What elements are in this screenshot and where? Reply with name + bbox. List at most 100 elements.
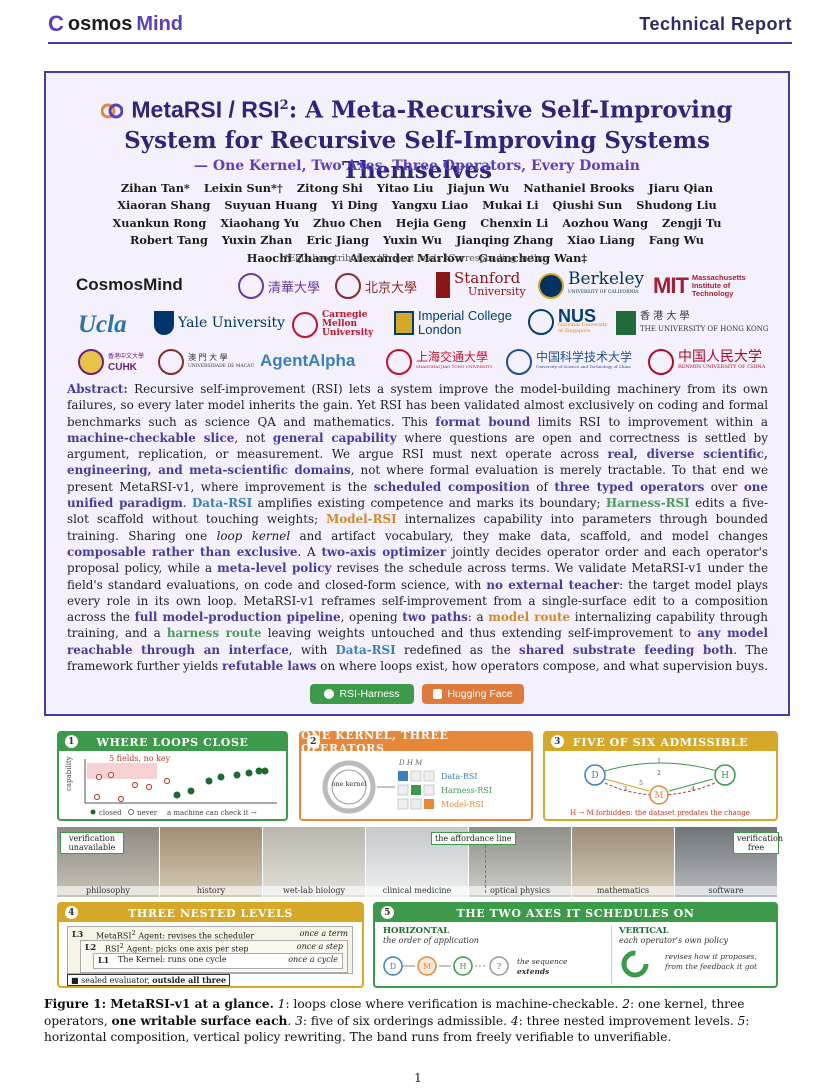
kernel-diagram: one kernel D H M Data-RSI Harness-RSI Mo… bbox=[322, 759, 492, 814]
aff-mit-label: Massachusetts Institute of Technology bbox=[691, 273, 746, 298]
abs-h9: Harness-RSI bbox=[605, 496, 690, 511]
field-point bbox=[205, 777, 213, 785]
panel4-header: 4 THREE NESTED LEVELS bbox=[59, 904, 362, 922]
edge-dm bbox=[604, 778, 650, 792]
horizontal-title: HORIZONTAL bbox=[383, 926, 450, 936]
panel1-title: WHERE LOOPS CLOSE bbox=[96, 735, 249, 749]
tag-verification-unavailable: verification unavailable bbox=[60, 832, 124, 854]
l3-freq: once a term bbox=[299, 929, 348, 938]
l3-sup: 2 bbox=[131, 929, 136, 937]
op-model-rsi: Model-RSI bbox=[441, 800, 484, 809]
node-m bbox=[649, 785, 669, 805]
caption-c1t: : loops close where verification is mach… bbox=[285, 997, 623, 1011]
caption-c4: 4 bbox=[510, 1013, 519, 1028]
node-d-label: D bbox=[591, 771, 598, 781]
h-note-1: the sequence bbox=[517, 957, 568, 966]
aff-sjtu-cn: 上海交通大學 bbox=[416, 350, 489, 364]
h-note-2: extends bbox=[517, 967, 550, 976]
tag-affordance-line: the affordance line bbox=[431, 832, 516, 845]
panel4-number: 4 bbox=[65, 906, 78, 919]
seq-node-m bbox=[417, 956, 437, 976]
ordering-graph: D M H 1 2 3 4 5 H → M forbidden: the dat… bbox=[570, 758, 750, 817]
l2-code: L2 bbox=[85, 942, 97, 952]
abs-s6: of bbox=[529, 479, 555, 494]
hugging-face-label: Hugging Face bbox=[447, 688, 513, 700]
title-sup: 2 bbox=[279, 98, 289, 113]
author-name: Shudong Liu bbox=[636, 198, 717, 213]
l1-freq: once a cycle bbox=[288, 955, 338, 964]
abs-s12: and artifact vocabulary, they make data,… bbox=[290, 528, 768, 543]
aff-berkeley-sub: UNIVERSITY OF CALIFORNIA bbox=[568, 290, 639, 295]
node-d bbox=[584, 764, 606, 786]
panel1-number: 1 bbox=[65, 735, 78, 748]
abs-h10: Model-RSI bbox=[326, 512, 397, 527]
abs-s4: where questions are open and correctness… bbox=[67, 430, 768, 462]
abs-s11: internalizes capability into parameters … bbox=[67, 512, 768, 543]
author-name: Chenxin Li bbox=[480, 215, 549, 230]
tsinghua-seal-icon bbox=[238, 273, 264, 299]
author-name: Yangxu Liao bbox=[391, 198, 469, 213]
node-h bbox=[714, 764, 736, 786]
scene-wet-lab-label: wet-lab biology bbox=[263, 886, 365, 895]
op-row-harness: Harness-RSI bbox=[397, 784, 492, 796]
edge-label-1: 1 bbox=[657, 758, 661, 765]
abs-s21: , with bbox=[288, 642, 336, 657]
op-row-data: Data-RSI bbox=[398, 770, 478, 782]
author-name: Zitong Shi bbox=[296, 181, 363, 195]
cuhk-seal-icon bbox=[78, 349, 104, 375]
field-point bbox=[255, 767, 263, 775]
abstract-label: Abstract: bbox=[67, 382, 128, 396]
abs-s16: : the target model plays every role in i… bbox=[67, 577, 768, 625]
panel4-title: THREE NESTED LEVELS bbox=[128, 906, 293, 920]
panel1-xlabel: a machine can check it → bbox=[167, 809, 257, 817]
field-point bbox=[95, 773, 103, 781]
logo-mind: Mind bbox=[136, 12, 184, 35]
cmu-seal-icon bbox=[292, 311, 318, 338]
aff-yale: Yale University bbox=[154, 311, 285, 335]
node-m-label: M bbox=[654, 791, 663, 801]
vertical-sub: each operator's own policy bbox=[619, 936, 729, 945]
title-line2: System for Recursive Self-Improving Syst… bbox=[124, 126, 710, 184]
hugging-face-button[interactable]: Hugging Face bbox=[422, 684, 524, 704]
domain-band: philosophy history wet-lab biology clini… bbox=[57, 827, 783, 897]
lock-icon: ■ bbox=[71, 976, 79, 985]
edge-label-2: 2 bbox=[657, 770, 661, 777]
aff-ucla: Ucla bbox=[78, 311, 127, 338]
aff-macau-en: UNIVERSIDADE DE MACAU bbox=[188, 364, 255, 369]
abs-s10: edits a five-slot scaffold without touch… bbox=[67, 496, 768, 527]
abs-h8: Data-RSI bbox=[191, 496, 253, 511]
aff-hku-cn: 香 港 大 學 bbox=[640, 311, 690, 322]
aff-imperial-2: London bbox=[418, 322, 462, 337]
seq-label-h: H bbox=[460, 962, 467, 971]
vertical-note: revises how it proposes,from the feedbac… bbox=[665, 952, 757, 972]
l3-pre: MetaRSI bbox=[96, 931, 132, 941]
aff-yale-label: Yale University bbox=[178, 315, 286, 331]
rsi-harness-button[interactable]: RSI-Harness bbox=[310, 684, 414, 704]
legend-never-dot bbox=[128, 809, 134, 815]
title-line1: : A Meta-Recursive Self-Improving bbox=[288, 96, 733, 124]
field-point bbox=[107, 771, 115, 779]
author-name: Leixin Sun*† bbox=[203, 181, 283, 195]
op-row-model: Model-RSI bbox=[397, 798, 484, 810]
l1-text: The Kernel: runs one cycle bbox=[118, 955, 227, 964]
aff-ustc-en: University of Science and Technology of … bbox=[536, 364, 631, 369]
macau-seal-icon bbox=[158, 349, 184, 375]
author-name: Zengji Tu bbox=[662, 215, 722, 230]
kernel-core bbox=[331, 769, 367, 805]
aff-nus-label: NUS bbox=[558, 305, 597, 326]
scene-wet-lab: wet-lab biology bbox=[263, 827, 366, 897]
abs-h5: scheduled composition bbox=[373, 479, 530, 494]
report-label: Technical Report bbox=[639, 13, 792, 34]
subtitle: — One Kernel, Two Axes, Three Operators,… bbox=[194, 158, 640, 174]
